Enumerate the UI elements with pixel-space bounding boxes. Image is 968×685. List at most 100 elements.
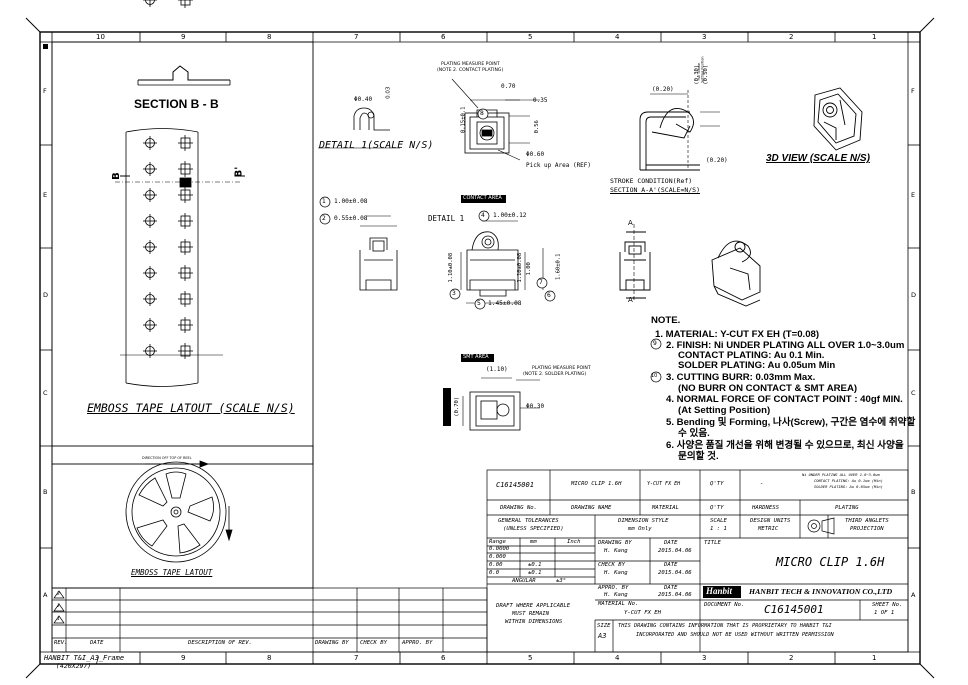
reel-panel: [51, 445, 314, 589]
callout-1: 1: [322, 198, 326, 205]
revision-number: 3: [57, 592, 60, 597]
tol-header-cell: Range: [489, 539, 506, 545]
tb-scale-1: SCALE: [710, 518, 727, 524]
direction-label: DIRECTION OFF TOP OF REEL: [142, 456, 192, 460]
note-line: 4. NORMAL FORCE OF CONTACT POINT : 40gf …: [666, 394, 903, 405]
zone-label-top: 10: [96, 33, 105, 41]
rev-drawing-by-header: DRAWING BY: [315, 640, 349, 646]
tol-header-cell: mm: [530, 539, 537, 545]
contact-area-box: [461, 195, 506, 203]
emboss-tape-scale-label: EMBOSS TAPE LATOUT (SCALE N/S): [87, 401, 295, 415]
frame-size: (420X297): [56, 662, 92, 670]
callout-3: 3: [452, 290, 456, 297]
dim-d020b: (0.20): [706, 157, 728, 164]
callout-7: 7: [539, 279, 543, 286]
callout-9: 9: [653, 340, 657, 347]
tb-proprietary-1: THIS DRAWING CONTAINS INFORMATION THAT I…: [618, 623, 832, 629]
tb-qty: -: [760, 481, 764, 487]
note-line: (NO BURR ON CONTACT & SMT AREA): [678, 383, 858, 394]
corner-mark: [25, 17, 41, 33]
b-marker-right: B': [233, 166, 245, 178]
callout-6: 6: [547, 292, 551, 299]
outer-frame: [39, 31, 921, 665]
tb-date-2: DATE: [664, 562, 678, 568]
plating-note-solder: (NOTE 2. SOLDER PLATING): [523, 372, 587, 377]
company-logo: Hanbit: [706, 586, 733, 596]
dim-d056: 0.56: [533, 120, 540, 134]
dim-d050p: (0.50): [703, 64, 710, 85]
dim-d015: 0.15±0.1: [460, 106, 467, 134]
tb-third-angle-2: PROJECTION: [850, 526, 884, 532]
revision-block: [51, 587, 488, 653]
dim-d070: 0.70: [501, 83, 516, 90]
tb-check-by: CHECK BY: [598, 562, 625, 568]
tb-design-units-1: DESIGN UNITS: [750, 518, 791, 524]
zone-label-top: 6: [441, 33, 446, 41]
tb-plating-2: CONTACT PLATING: Au 0.1um (Min): [814, 479, 883, 483]
dim-d110-08b: 1.10±0.08: [517, 252, 524, 283]
tol-cell: 0.0000: [489, 546, 510, 552]
zone-label-bottom: 9: [181, 654, 186, 662]
note-line: (At Setting Position): [678, 405, 771, 416]
stroke-condition-section: [639, 90, 720, 171]
row-label-left: E: [43, 191, 48, 199]
tb-drawing-no: C16145001: [496, 481, 534, 489]
b-marker-left: B: [110, 172, 122, 180]
tol-header-cell: Inch: [567, 539, 581, 545]
tb-h-drawing-name: DRAWING NAME: [571, 505, 612, 511]
pickup-area-label: Pick up Area (REF): [526, 162, 592, 169]
zone-label-top: 3: [702, 33, 707, 41]
tb-third-angle-1: THIRD ANGLETS: [845, 518, 889, 524]
zone-label-bottom: 8: [267, 654, 272, 662]
tb-h-plating: PLATING: [835, 505, 859, 511]
note-line: 문의할 것.: [678, 451, 719, 462]
smt-bottom-view: [462, 377, 540, 431]
callout-2: 2: [322, 215, 326, 222]
callout-circles: [319, 108, 662, 383]
tb-title-header: TITLE: [704, 540, 721, 546]
row-label-right: A: [911, 591, 916, 599]
tb-gen-tol-1: GENERAL TOLERANCES: [498, 518, 559, 524]
tb-drawing-by-name: H. Kang: [604, 548, 628, 554]
side-view-clip: [359, 215, 398, 291]
callout-5: 5: [477, 300, 481, 307]
full-stroke-label: Full Stroke: [697, 62, 702, 81]
note-line: 1. MATERIAL: Y-CUT FX EH (T=0.08): [655, 329, 820, 340]
zone-label-bottom: 7: [354, 654, 359, 662]
detail1-scale-label: DETAIL 1(SCALE N/S): [319, 140, 434, 151]
zone-label-bottom: 1: [872, 654, 877, 662]
tb-gen-tol-2: (UNLESS SPECIFIED): [503, 526, 564, 532]
tb-date-3-val: 2015.04.06: [658, 592, 692, 598]
tb-material-no: MATERIAL No.: [598, 601, 639, 607]
tb-angular-val: ±3°: [556, 578, 567, 584]
dim-d110p: (1.10): [486, 366, 508, 373]
tol-cell: ±0.1: [528, 562, 542, 568]
tb-h-qty: Q'TY: [710, 505, 724, 511]
smt-area-vertical-label: SMT AREA: [436, 394, 442, 419]
logo-box: [703, 586, 741, 598]
rev-header: REV.: [54, 640, 68, 646]
projection-symbol: [807, 519, 821, 533]
callout-8: 8: [480, 110, 484, 117]
callout-4: 4: [481, 212, 485, 219]
smt-area-label: SMT AREA: [463, 354, 489, 360]
tb-document-val: C16145001: [764, 603, 824, 616]
tb-date-1-val: 2015.04.06: [658, 548, 692, 554]
tb-date-2-val: 2015.04.06: [658, 570, 692, 576]
smt-area-box: [461, 354, 494, 362]
top-view-contact: [451, 78, 540, 161]
setting-position-label: Setting Position: [700, 56, 705, 83]
dim-d035: 0.35: [533, 97, 548, 104]
rev-check-by-header: CHECK BY: [360, 640, 387, 646]
note-line: CONTACT PLATING: Au 0.1 Min.: [678, 350, 825, 361]
row-label-left: B: [43, 488, 48, 496]
contact-area-label: CONTACT AREA: [463, 195, 502, 201]
revision-number: 1: [57, 617, 60, 622]
title-block: [486, 469, 909, 653]
tb-plating-3: SOLDER PLATING: Au 0.05um (Min): [814, 485, 883, 489]
zone-label-bottom: 6: [441, 654, 446, 662]
tb-check-by-name: H. Kang: [604, 570, 628, 576]
tb-draft-2: MUST REMAIN: [512, 611, 550, 617]
